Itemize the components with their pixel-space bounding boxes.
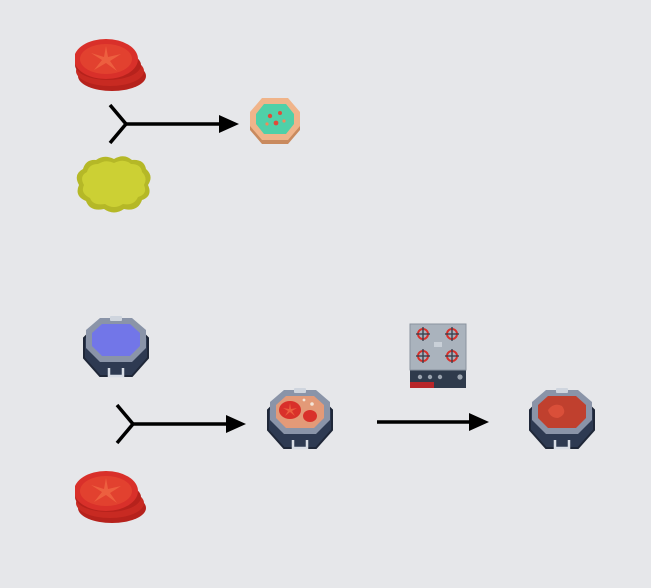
combine-arrow <box>108 103 239 145</box>
combine-arrow <box>115 403 246 445</box>
sliced-tomato-icon <box>75 39 146 91</box>
onion-paste-icon <box>76 156 151 213</box>
cook-arrow <box>377 413 489 431</box>
salsa-bowl-icon <box>250 98 300 144</box>
sliced-tomato-icon <box>75 471 146 523</box>
stove-icon <box>409 323 467 388</box>
cooked-tomato-soup-pot-icon <box>528 386 596 450</box>
water-pot-icon <box>82 316 150 378</box>
raw-soup-pot-icon <box>266 386 334 450</box>
